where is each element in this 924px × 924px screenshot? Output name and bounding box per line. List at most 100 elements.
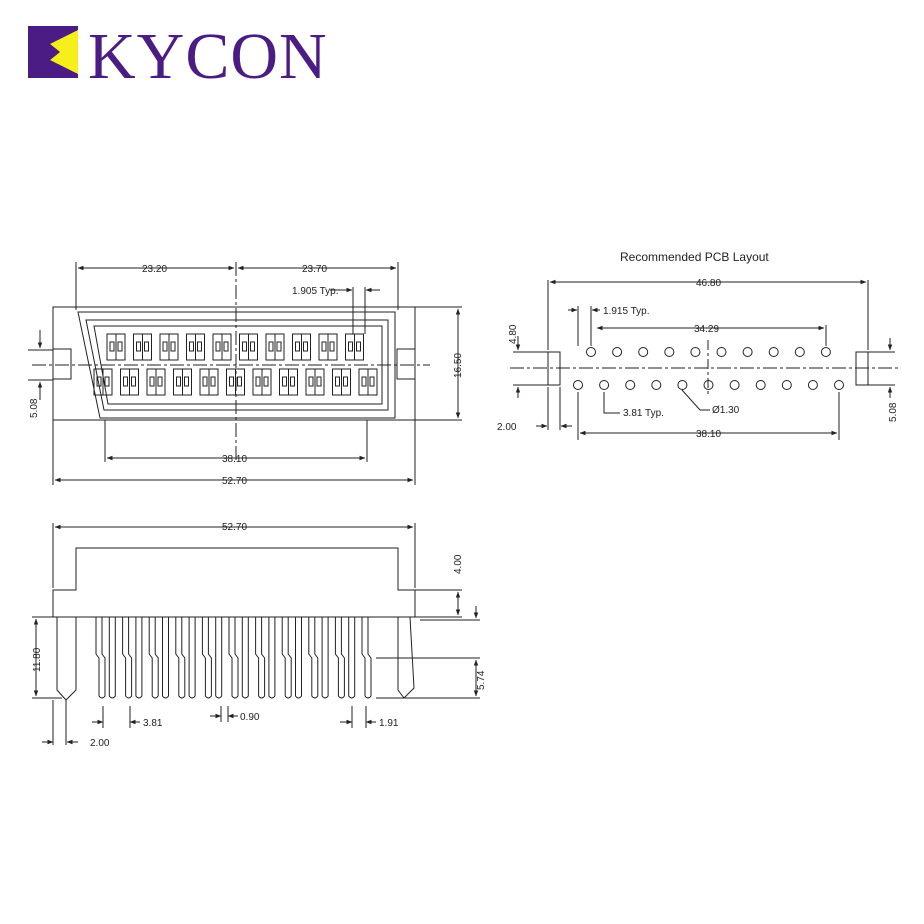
dim-side-pin-pitch: 3.81 [143, 718, 163, 729]
contact-pin-right [276, 341, 282, 352]
side-pin [188, 617, 196, 699]
dim-front-contact-span: 38.10 [222, 454, 247, 465]
pcb-hole-bottom [599, 380, 610, 390]
pcb-hole-bottom [755, 380, 766, 390]
dim-side-body-height: 4.00 [453, 554, 464, 574]
pcb-hole-bottom [677, 380, 688, 390]
side-body [52, 547, 416, 618]
pcb-hole-top [638, 347, 649, 357]
contact-pin-right [290, 376, 295, 387]
contact-pin-right [356, 341, 361, 352]
pcb-hole-bottom [807, 380, 818, 390]
pcb-hole-top [664, 347, 675, 357]
contact-row-bottom [93, 368, 378, 396]
dim-front-height: 16.50 [453, 353, 464, 378]
contact-pin-left [123, 376, 128, 387]
dim-pcb-hole-dia: Ø1.30 [712, 405, 740, 416]
pcb-layout-labels: Recommended PCB Layout 46.80 1.915 Typ. … [497, 250, 899, 440]
contact-pin-left [215, 341, 221, 352]
contact-pin-left [268, 341, 274, 352]
dim-side-edge: 2.00 [90, 738, 110, 749]
side-pin [241, 617, 249, 699]
dim-side-pin-length: 11.80 [32, 647, 43, 672]
pcb-hole-bottom [625, 380, 636, 390]
pcb-hole-bottom [573, 380, 583, 390]
contact-pin-right [237, 376, 242, 387]
dim-front-flange-offset: 5.08 [29, 398, 40, 418]
contact-top [186, 333, 205, 361]
side-pin [281, 617, 292, 699]
side-pin [295, 617, 302, 699]
side-pin [215, 617, 223, 699]
contact-bottom [279, 368, 298, 396]
front-view-labels: 23.20 23.70 1.905 Typ. 38.10 52.70 16.50… [29, 264, 464, 487]
dim-pcb-pitch: 1.915 Typ. [603, 306, 650, 317]
front-view [28, 262, 462, 485]
contact-bottom [332, 368, 351, 396]
kycon-logo: KYCON [28, 20, 327, 93]
contact-top [345, 333, 364, 361]
pcb-hole-top [586, 347, 596, 357]
pcb-layout [510, 279, 900, 440]
contact-top [212, 333, 232, 361]
contact-pin-left [202, 376, 208, 387]
contact-bottom [120, 368, 139, 396]
contact-pin-left [361, 376, 367, 387]
contact-pin-right [144, 341, 149, 352]
contact-pin-right [223, 341, 229, 352]
side-pin [308, 617, 319, 699]
contact-pin-right [117, 341, 123, 352]
side-pin [255, 617, 266, 699]
side-pin [348, 617, 356, 699]
contact-pin-left [295, 341, 300, 352]
dim-front-left-half: 23.20 [142, 264, 167, 275]
side-pin [108, 617, 116, 699]
dim-front-pitch: 1.905 Typ. [292, 286, 339, 297]
contact-bottom [173, 368, 192, 396]
dim-pcb-top-span: 34.29 [694, 324, 719, 335]
pcb-hole-top [794, 347, 805, 357]
contact-top [239, 333, 258, 361]
pcb-hole-top [820, 347, 831, 357]
contact-bottom [93, 368, 113, 396]
contact-pin-right [343, 376, 348, 387]
contact-pin-left [308, 376, 314, 387]
contact-pin-left [162, 341, 168, 352]
contact-pin-right [369, 376, 375, 387]
side-pin [321, 617, 329, 699]
contact-top [292, 333, 311, 361]
side-pin [162, 617, 169, 699]
contact-pin-right [131, 376, 136, 387]
dim-pcb-bottom-pitch: 3.81 Typ. [623, 408, 664, 419]
pcb-hole-top [690, 347, 701, 357]
pcb-hole-top [768, 347, 779, 357]
contact-pin-left [109, 341, 115, 352]
dim-front-overall-width: 52.70 [222, 476, 247, 487]
pcb-hole-bottom [651, 380, 662, 390]
side-pin [268, 617, 276, 699]
contact-top [265, 333, 285, 361]
front-shell [77, 311, 396, 419]
contact-top [133, 333, 152, 361]
dim-side-pin-tail: 5.74 [476, 670, 487, 690]
contact-pin-left [335, 376, 340, 387]
contact-pin-right [316, 376, 322, 387]
pcb-hole-top [612, 347, 623, 357]
side-pin [175, 617, 186, 699]
contact-pin-left [176, 376, 181, 387]
dim-pcb-overall: 46.80 [696, 278, 721, 289]
contact-pin-left [136, 341, 141, 352]
contact-pin-right [184, 376, 189, 387]
contact-pin-right [210, 376, 216, 387]
contact-pin-left [96, 376, 102, 387]
side-pin [228, 617, 239, 699]
contact-pin-left [229, 376, 234, 387]
side-pins [95, 617, 372, 699]
contact-pin-right [197, 341, 202, 352]
contact-pin-left [321, 341, 327, 352]
contact-pin-right [329, 341, 335, 352]
pcb-hole-bottom [729, 380, 740, 390]
side-pin [201, 617, 212, 699]
pcb-holes [573, 347, 844, 390]
